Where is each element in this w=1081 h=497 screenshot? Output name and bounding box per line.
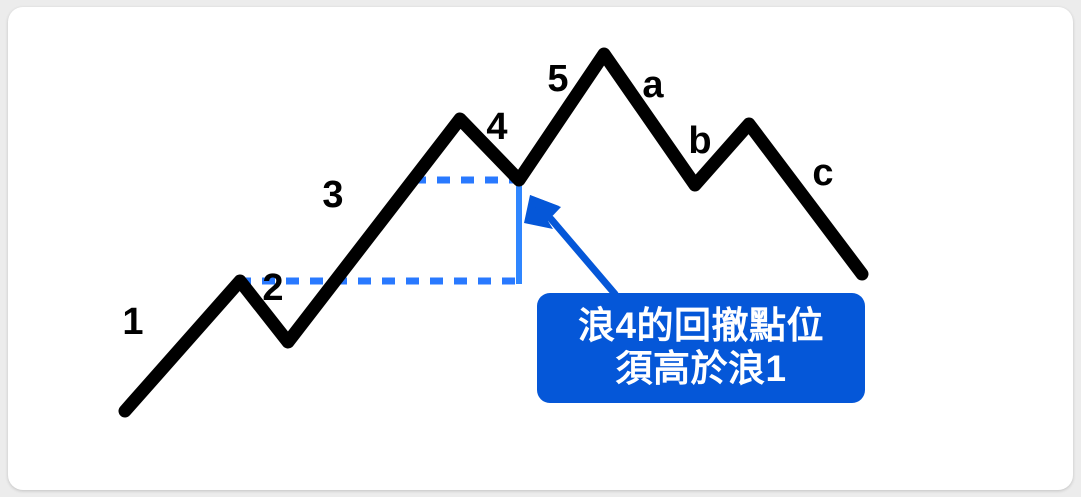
elliott-wave-chart — [118, 47, 869, 418]
wave-label-3: 3 — [322, 174, 344, 216]
wave-label-c: c — [812, 152, 834, 194]
diagram-card: 1 2 3 4 5 a b c 浪4的回撤點位 須高於浪1 — [8, 7, 1073, 490]
callout-line-2: 須高於浪1 — [615, 348, 787, 389]
wave-label-5: 5 — [547, 58, 569, 100]
callout-line-1: 浪4的回撤點位 — [577, 305, 825, 347]
price-path — [118, 47, 869, 418]
callout-arrow — [524, 195, 619, 298]
wave-label-b: b — [688, 120, 712, 162]
wave-label-4: 4 — [486, 106, 508, 148]
wave-label-1: 1 — [122, 301, 144, 343]
wave-label-a: a — [642, 64, 664, 106]
wave-label-2: 2 — [262, 267, 284, 309]
callout-box: 浪4的回撤點位 須高於浪1 — [537, 293, 865, 403]
